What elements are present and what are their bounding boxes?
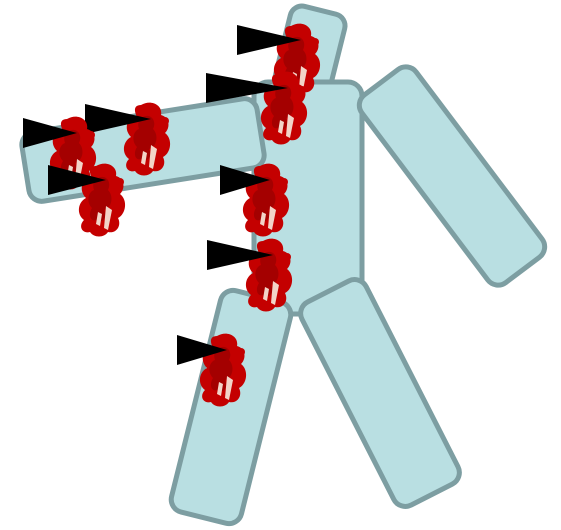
left-leg-limb[interactable] [168,288,293,527]
right-arm-limb[interactable] [354,62,550,291]
right-leg-limb[interactable] [296,275,464,511]
